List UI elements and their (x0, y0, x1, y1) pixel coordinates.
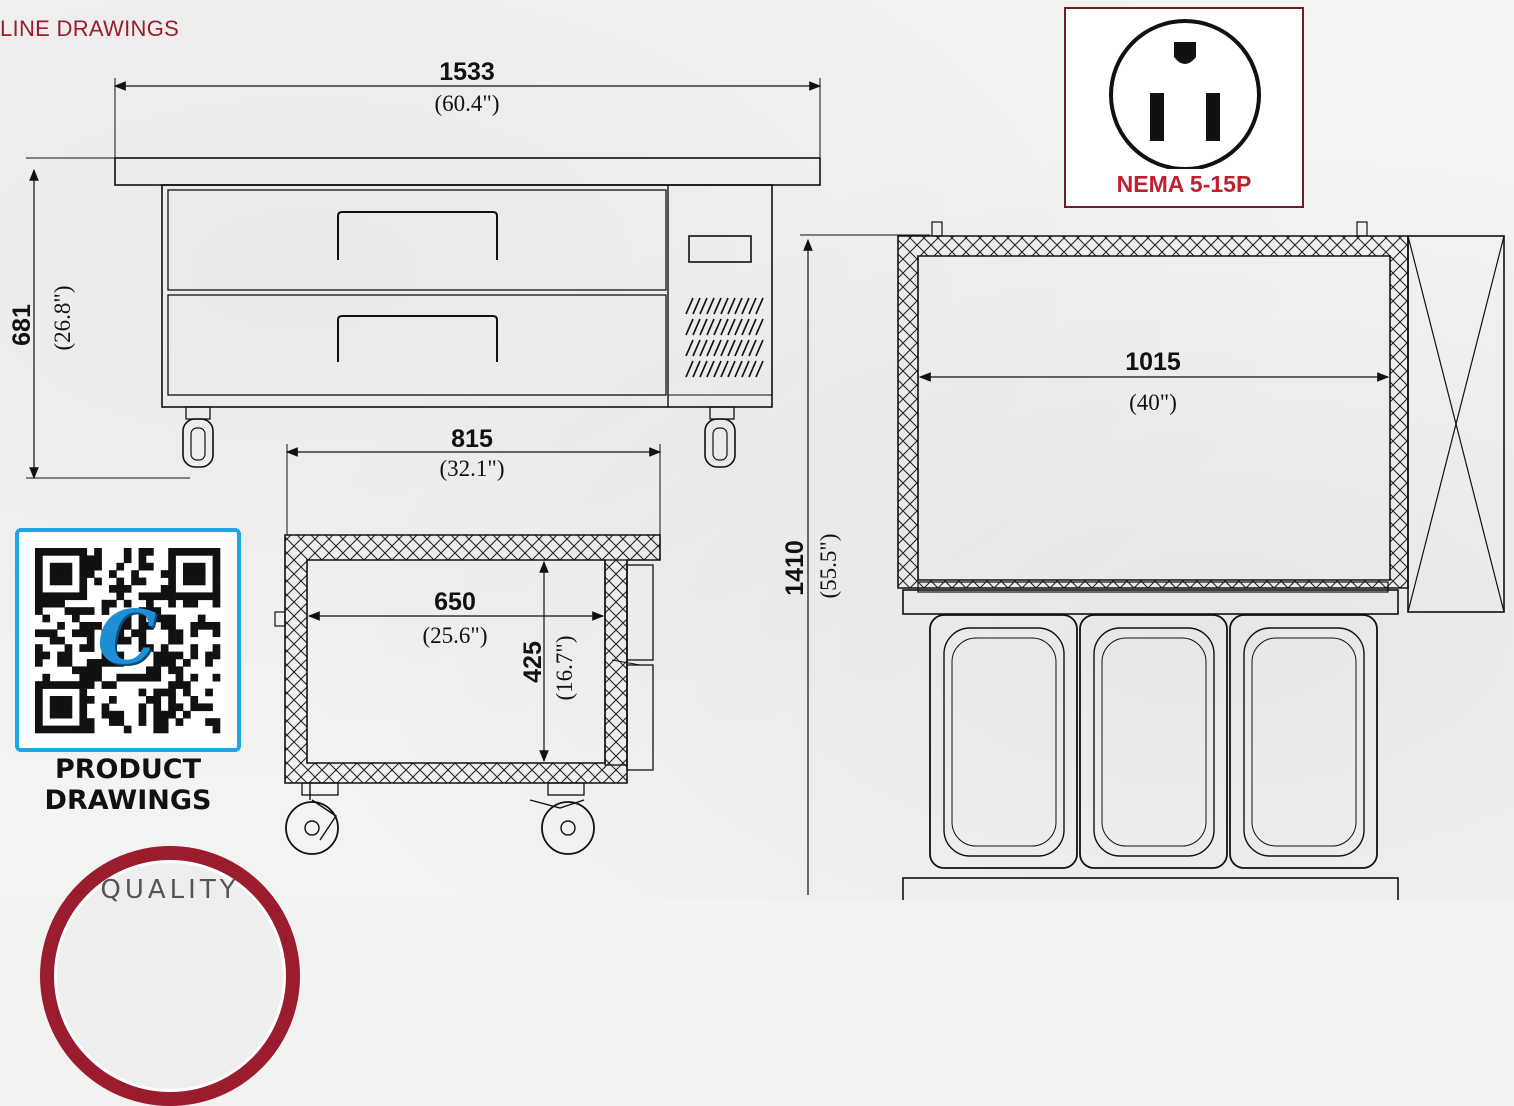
line-drawing-canvas: 1533 (60.4") 681 (26.8") (8, 58, 1505, 900)
caster-left (182, 406, 214, 468)
top-depth-in: (55.5") (816, 534, 841, 599)
overall-height-mm: 681 (8, 304, 36, 346)
front-view: 1533 (60.4") 681 (26.8") (8, 58, 822, 480)
top-view: 1410 (55.5") 1015 (40") (781, 221, 1505, 900)
overall-width-in: (60.4") (435, 91, 500, 116)
side-section-view: 815 (32.1") 650 (25.6") 425 (16.7") (274, 425, 662, 855)
side-depth-in: (32.1") (440, 456, 505, 481)
top-depth-mm: 1410 (781, 540, 809, 596)
qr-code-icon (35, 548, 221, 734)
quality-seal-text: QUALITY (100, 875, 240, 905)
brand-logo-icon: C (97, 595, 157, 681)
drawer-width-mm: 650 (434, 588, 476, 616)
drawer-height-in: (16.7") (552, 636, 577, 701)
qr-caption-line1: PRODUCT (54, 754, 202, 785)
overall-height-in: (26.8") (50, 286, 75, 351)
side-caster-left (285, 782, 339, 855)
qr-code[interactable]: C (15, 528, 241, 752)
qr-caption-line2: DRAWINGS (44, 785, 212, 816)
qr-caption: PRODUCT DRAWINGS (15, 754, 241, 816)
nema-plug-panel: NEMA 5-15P (1064, 7, 1304, 208)
quality-seal-inner: QUALITY (54, 860, 286, 1092)
section-title: LINE DRAWINGS (0, 16, 180, 41)
interior-width-mm: 1015 (1125, 348, 1181, 376)
side-depth-mm: 815 (451, 425, 493, 453)
quality-seal: QUALITY (40, 846, 300, 1106)
pan-2 (1079, 614, 1228, 869)
pan-3 (1229, 614, 1378, 869)
pan-1 (929, 614, 1078, 869)
side-caster-right (529, 782, 595, 855)
drawer-height-mm: 425 (519, 641, 547, 683)
interior-width-in: (40") (1129, 390, 1177, 415)
drawer-width-in: (25.6") (423, 623, 488, 648)
overall-width-mm: 1533 (439, 58, 495, 86)
plug-face-icon (1109, 19, 1261, 169)
caster-right (704, 406, 736, 468)
plug-type-label: NEMA 5-15P (1116, 171, 1252, 197)
